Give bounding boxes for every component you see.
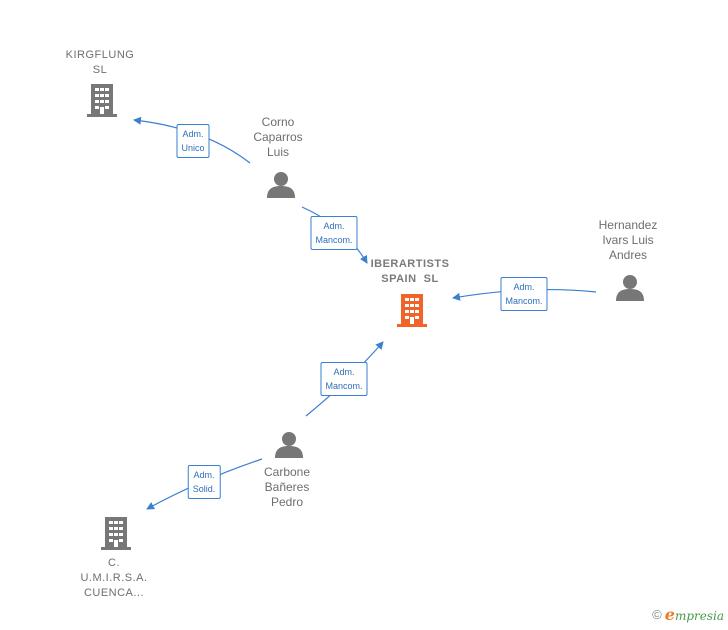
hernandez-label[interactable]: Hernandez Ivars Luis Andres	[599, 218, 658, 263]
empresia-logo-rest: mpresia	[674, 609, 724, 623]
edge-label-line1: Adm.	[513, 282, 535, 292]
edge-label-corno-iberartists[interactable]: Adm. Mancom.	[310, 216, 358, 250]
corno-label-line3: Luis	[266, 145, 290, 159]
edge-lines	[133, 116, 597, 510]
carbone-label-line2: Bañeres	[264, 480, 310, 494]
edge-label-line2: Mancom.	[505, 296, 543, 306]
edge-label-line1: Adm.	[333, 367, 355, 377]
empresia-logo[interactable]: empresia	[665, 605, 724, 624]
corno-label-line2: Caparros	[253, 130, 303, 144]
footer-brand: © empresia	[652, 605, 724, 624]
edge-label-line2: Solid.	[192, 484, 216, 494]
cumirsa-label-line2: U.M.I.R.S.A.	[80, 572, 148, 584]
iberartists-label-line2: SPAIN SL	[381, 273, 439, 285]
edge-label-line2: Mancom.	[325, 381, 363, 391]
edge-label-carbone-cumirsa[interactable]: Adm. Solid.	[187, 465, 221, 499]
cumirsa-label-line3: CUENCA...	[83, 587, 145, 599]
kirgflung-label-line1: KIRGFLUNG	[65, 49, 135, 61]
corno-label-line1: Corno	[261, 115, 295, 129]
edge-label-carbone-iberartists[interactable]: Adm. Mancom.	[320, 362, 368, 396]
edge-label-line2: Unico	[181, 143, 205, 153]
cumirsa-building-icon[interactable]	[101, 517, 131, 550]
edge-label-corno-kirgflung[interactable]: Adm. Unico	[176, 124, 210, 158]
carbone-label-line3: Pedro	[270, 495, 304, 509]
edge-label-line1: Adm.	[182, 129, 204, 139]
copyright-icon: ©	[652, 607, 662, 622]
hernandez-person-icon[interactable]	[616, 275, 644, 301]
carbone-label-line1: Carbone	[263, 465, 311, 479]
cumirsa-label[interactable]: C. U.M.I.R.S.A. CUENCA...	[80, 556, 147, 601]
hernandez-label-line2: Ivars Luis	[602, 233, 654, 247]
carbone-person-icon[interactable]	[275, 432, 303, 458]
iberartists-label[interactable]: IBERARTISTS SPAIN SL	[371, 257, 450, 287]
corno-label[interactable]: Corno Caparros Luis	[253, 115, 302, 160]
empresia-logo-e: e	[664, 605, 675, 624]
kirgflung-label-line2: SL	[92, 64, 108, 76]
cumirsa-label-line1: C.	[108, 557, 120, 569]
iberartists-label-line1: IBERARTISTS	[370, 258, 450, 270]
hernandez-label-line3: Andres	[608, 248, 648, 262]
edge-label-line1: Adm.	[193, 470, 215, 480]
hernandez-label-line1: Hernandez	[598, 218, 658, 232]
kirgflung-building-icon[interactable]	[87, 84, 117, 117]
edge-label-line2: Mancom.	[315, 235, 353, 245]
kirgflung-label[interactable]: KIRGFLUNG SL	[66, 48, 135, 78]
edge-label-hernandez-iberartists[interactable]: Adm. Mancom.	[500, 277, 548, 311]
carbone-label[interactable]: Carbone Bañeres Pedro	[264, 465, 310, 510]
edge-label-line1: Adm.	[323, 221, 345, 231]
iberartists-building-icon[interactable]	[397, 294, 427, 327]
corno-person-icon[interactable]	[267, 172, 295, 198]
